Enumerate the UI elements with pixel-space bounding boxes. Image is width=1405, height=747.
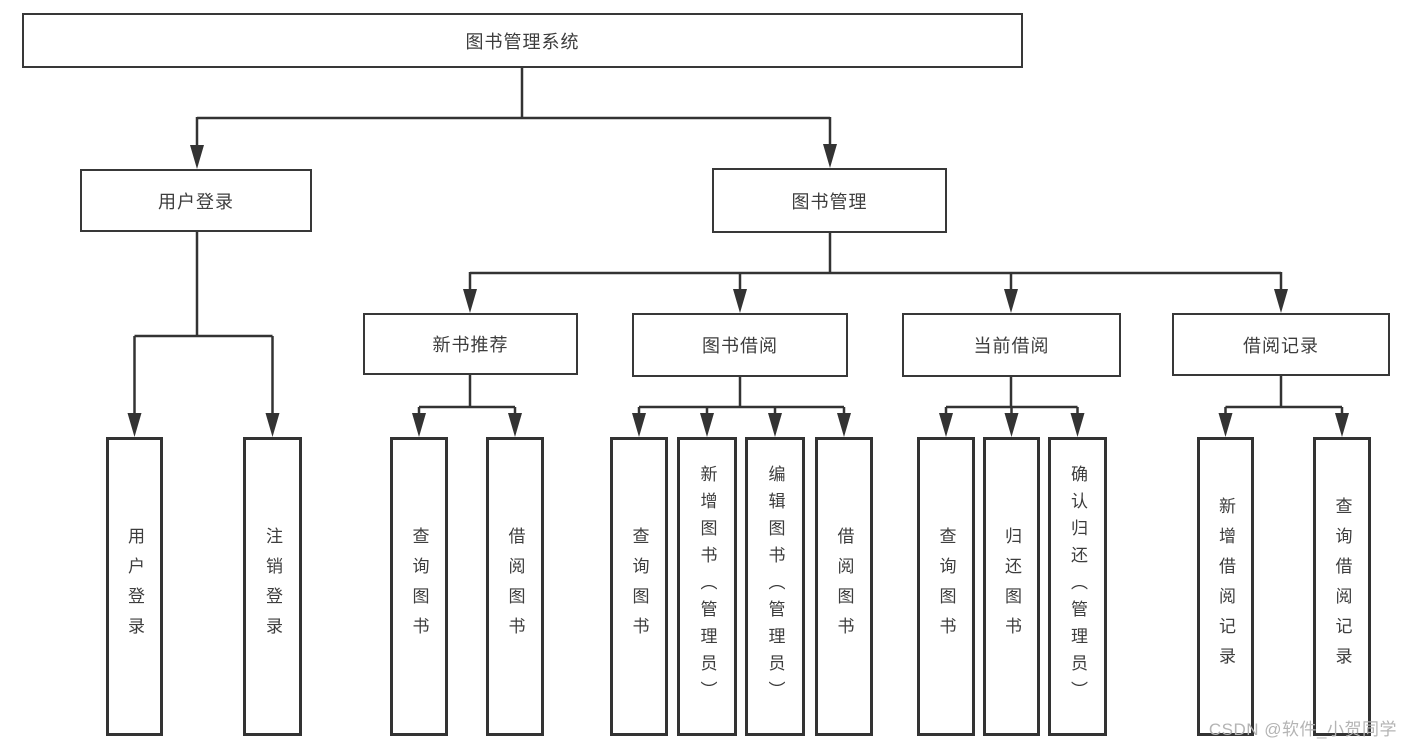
leaf-borrow-borrow-books: 借阅图书 <box>815 437 873 736</box>
leaf-logout-label: 注销登录 <box>263 526 282 647</box>
node-current-borrow: 当前借阅 <box>902 313 1121 377</box>
leaf-current-return-books: 归还图书 <box>983 437 1040 736</box>
node-user-login: 用户登录 <box>80 169 312 232</box>
csdn-watermark: CSDN @软件_小贺同学 <box>1208 720 1397 739</box>
leaf-newbook-query-books: 查询图书 <box>390 437 448 736</box>
node-book-borrow: 图书借阅 <box>632 313 848 377</box>
node-user-login-label: 用户登录 <box>158 191 234 212</box>
node-new-book-recommend: 新书推荐 <box>363 313 578 375</box>
leaf-borrow-borrow-books-label: 借阅图书 <box>834 526 854 647</box>
leaf-user-login-label: 用户登录 <box>125 526 144 647</box>
node-root-label: 图书管理系统 <box>465 31 580 52</box>
node-current-borrow-label: 当前借阅 <box>973 336 1050 356</box>
leaf-current-confirm-return-admin-label: 确认归还（管理员） <box>1068 465 1087 708</box>
node-root: 图书管理系统 <box>22 13 1023 68</box>
leaf-borrow-query-books: 查询图书 <box>610 437 668 736</box>
node-new-book-recommend-label: 新书推荐 <box>432 335 509 355</box>
leaf-current-query-books-label: 查询图书 <box>936 526 956 647</box>
leaf-records-query-record: 查询借阅记录 <box>1313 437 1371 736</box>
leaf-records-query-record-label: 查询借阅记录 <box>1332 496 1352 677</box>
leaf-newbook-borrow-books: 借阅图书 <box>486 437 544 736</box>
leaf-borrow-add-books-admin-label: 新增图书（管理员） <box>697 465 717 708</box>
arrowhead-icons <box>127 144 1349 437</box>
leaf-records-add-record-label: 新增借阅记录 <box>1216 496 1235 677</box>
leaf-records-add-record: 新增借阅记录 <box>1197 437 1254 736</box>
leaf-newbook-query-books-label: 查询图书 <box>409 526 429 647</box>
leaf-borrow-edit-books-admin: 编辑图书（管理员） <box>745 437 805 736</box>
leaf-current-return-books-label: 归还图书 <box>1002 526 1021 647</box>
leaf-current-confirm-return-admin: 确认归还（管理员） <box>1048 437 1107 736</box>
leaf-borrow-add-books-admin: 新增图书（管理员） <box>677 437 737 736</box>
node-book-borrow-label: 图书借阅 <box>702 336 778 356</box>
leaf-borrow-edit-books-admin-label: 编辑图书（管理员） <box>765 465 785 708</box>
node-borrow-records-label: 借阅记录 <box>1243 335 1319 356</box>
leaf-current-query-books: 查询图书 <box>917 437 975 736</box>
leaf-borrow-query-books-label: 查询图书 <box>629 526 649 647</box>
node-book-management: 图书管理 <box>712 168 947 233</box>
leaf-logout: 注销登录 <box>243 437 302 736</box>
node-book-management-label: 图书管理 <box>791 191 868 212</box>
leaf-user-login: 用户登录 <box>106 437 163 736</box>
leaf-newbook-borrow-books-label: 借阅图书 <box>505 526 525 647</box>
node-borrow-records: 借阅记录 <box>1172 313 1390 376</box>
